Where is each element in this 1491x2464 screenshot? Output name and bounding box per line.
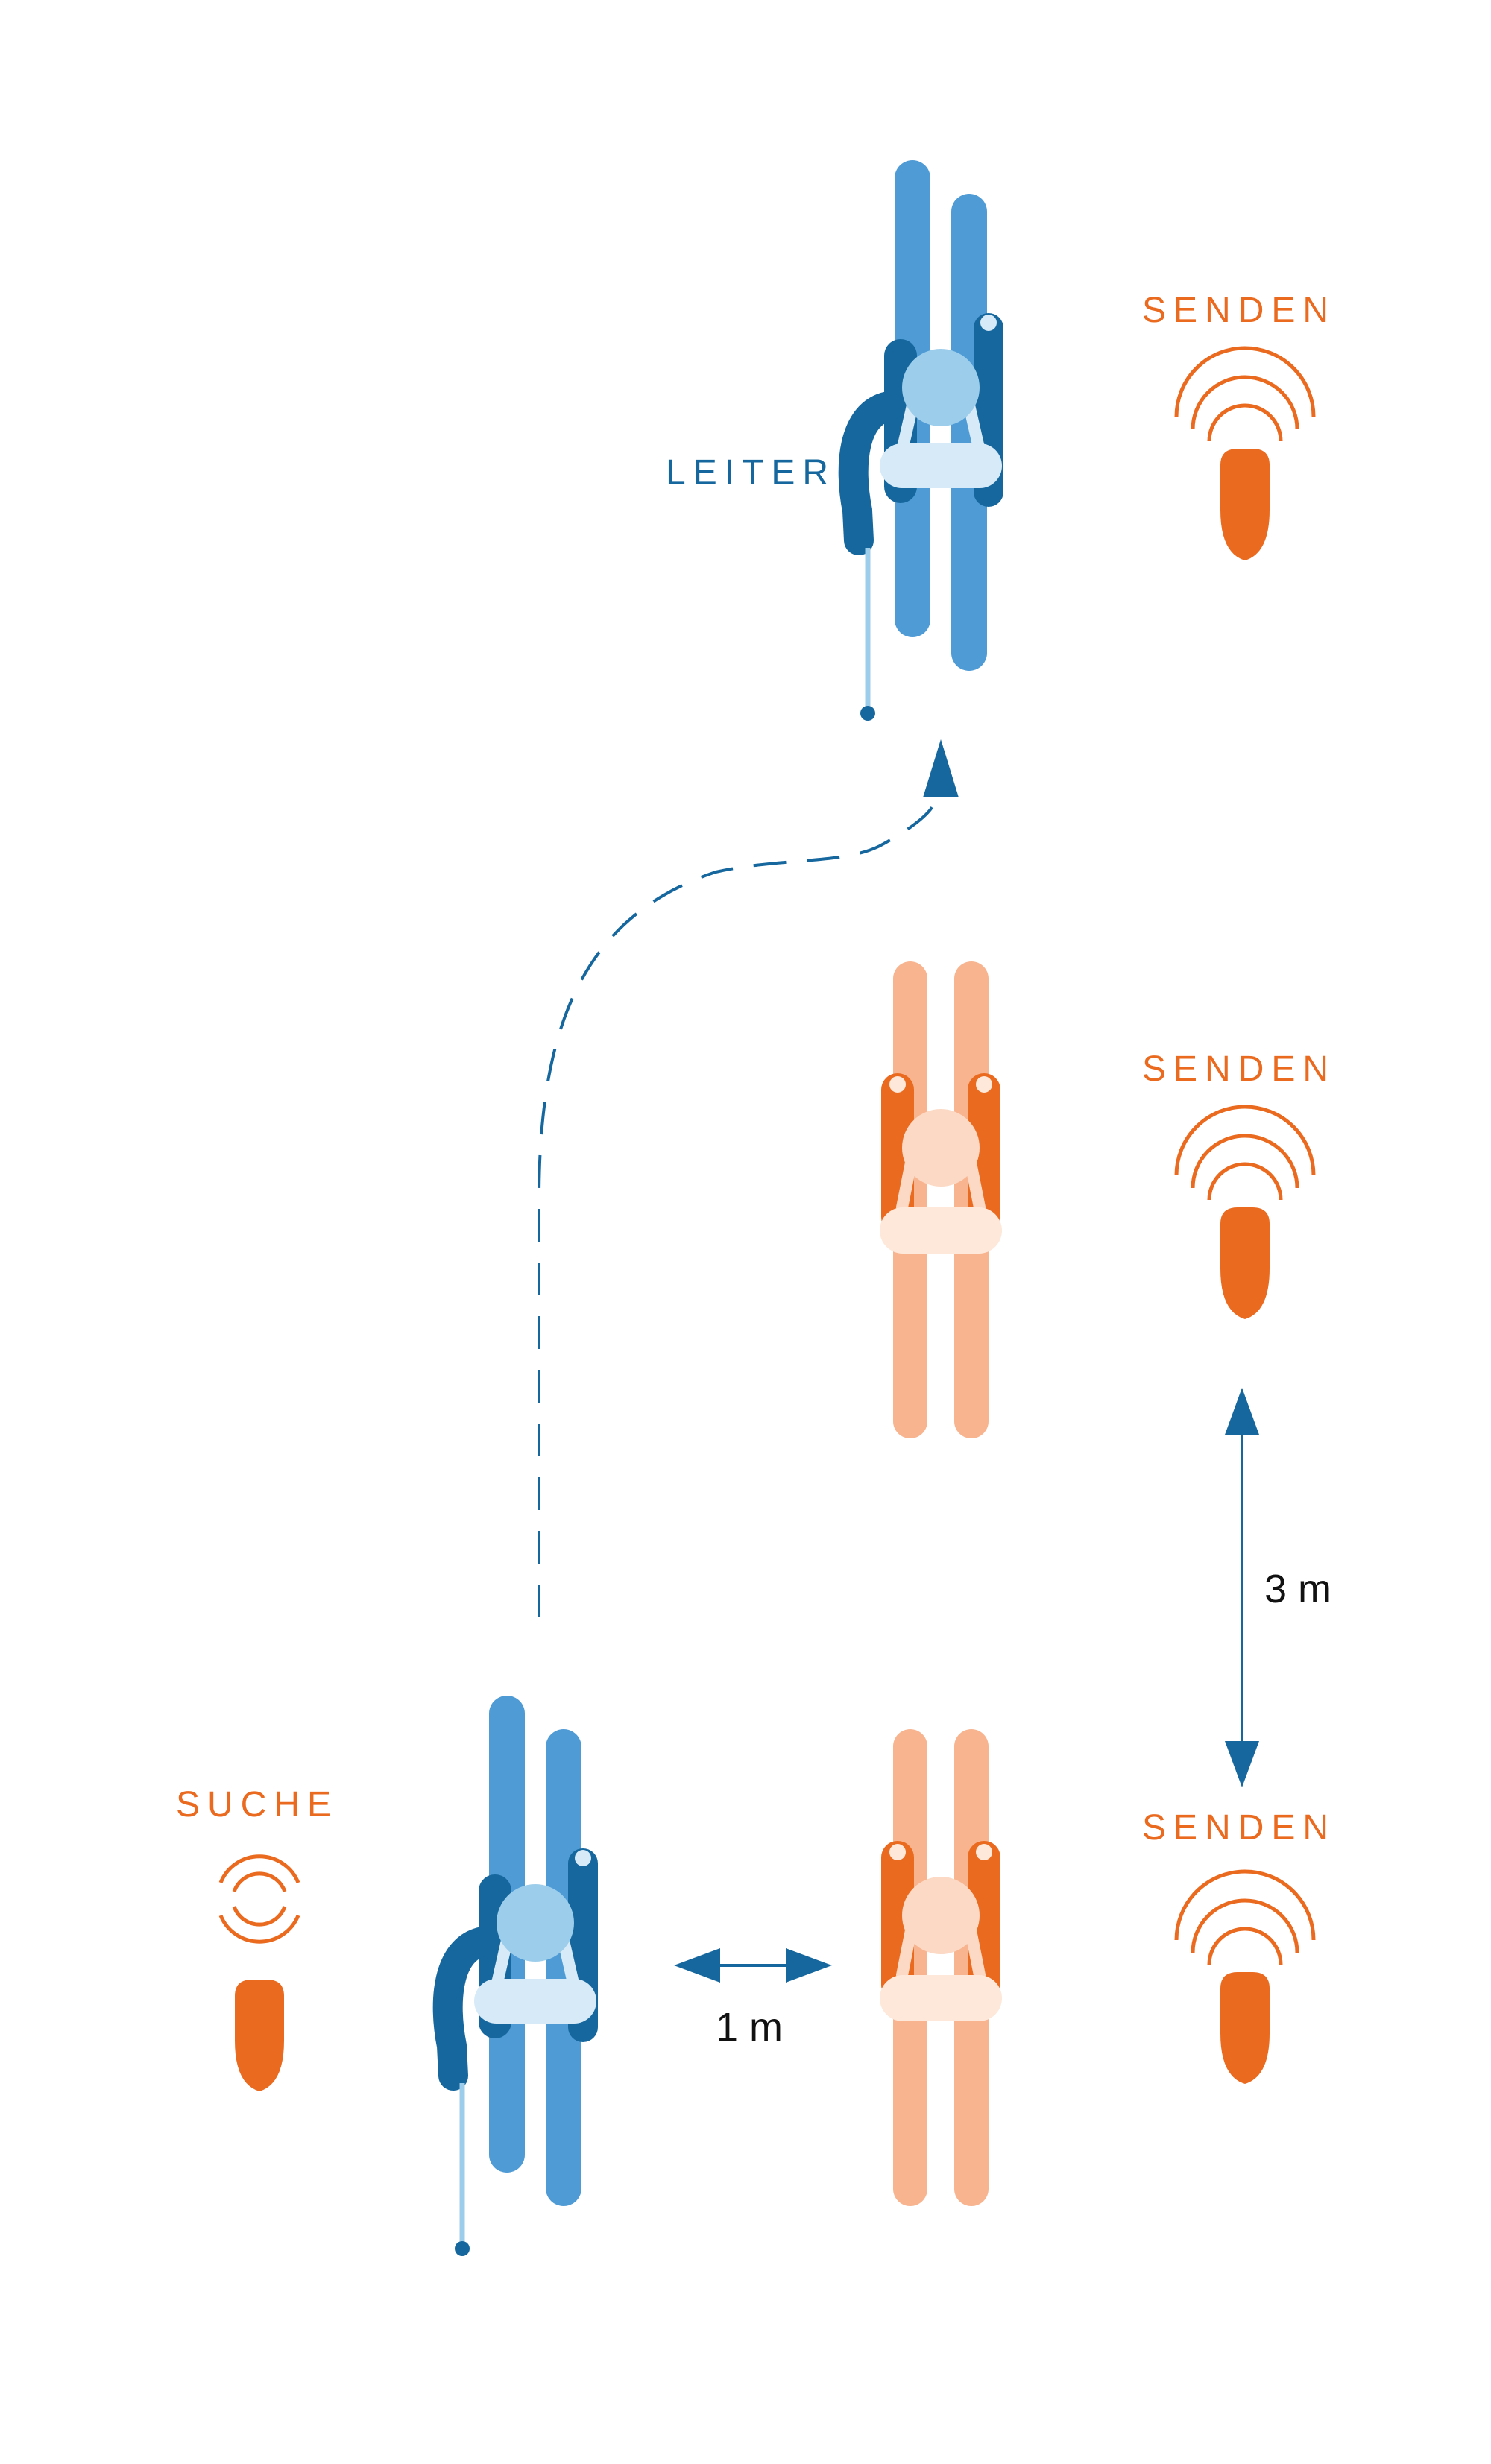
horizontal-distance-arrow-icon xyxy=(674,1948,832,1983)
send-label-top: SENDEN xyxy=(1142,291,1336,330)
send-label-bottom: SENDEN xyxy=(1142,1808,1336,1848)
send-label-middle: SENDEN xyxy=(1142,1049,1336,1089)
search-label: SUCHE xyxy=(176,1785,338,1825)
leader-label: LEITER xyxy=(666,453,836,493)
bottom-orange-skier-icon xyxy=(880,1729,1002,2206)
transceiver-send-icon-middle xyxy=(1176,1107,1314,1319)
middle-skier-icon xyxy=(880,961,1002,1438)
vertical-distance-arrow-icon xyxy=(1225,1388,1259,1787)
dashed-path-icon xyxy=(539,794,938,1617)
transceiver-search-icon xyxy=(221,1857,298,2091)
horizontal-distance-label: 1 m xyxy=(716,2005,783,2050)
vertical-distance-label: 3 m xyxy=(1264,1567,1331,1611)
leader-skier-icon xyxy=(854,160,1003,721)
searcher-skier-icon xyxy=(448,1696,598,2256)
transceiver-send-icon-top xyxy=(1176,348,1314,560)
transceiver-send-icon-bottom xyxy=(1176,1871,1314,2084)
path-arrowhead-icon xyxy=(923,739,959,797)
